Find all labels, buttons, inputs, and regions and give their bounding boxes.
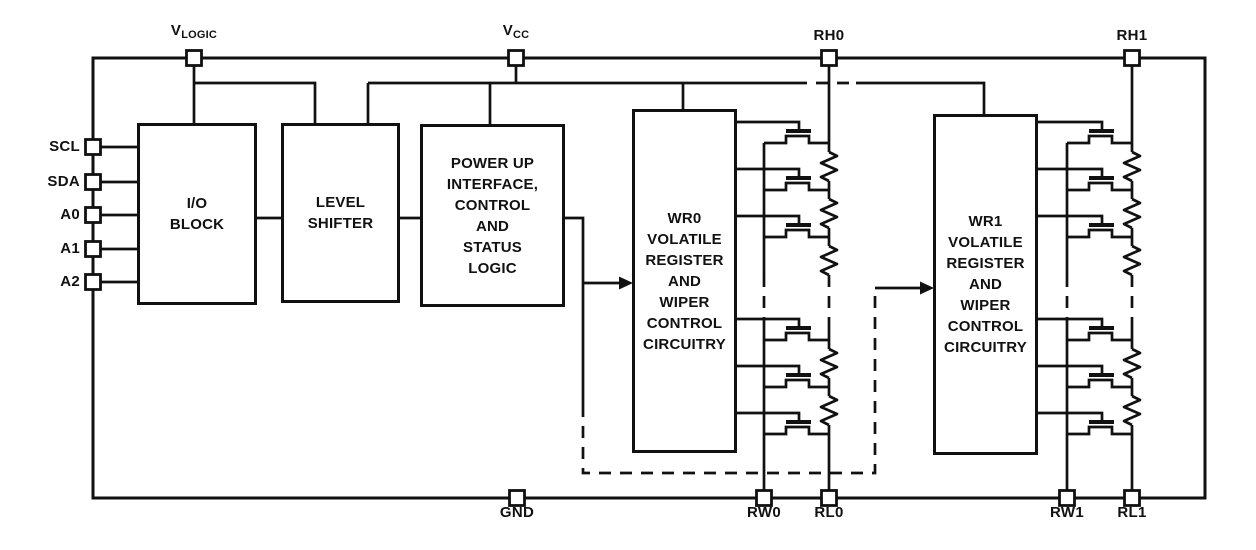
block-wr1-line: CONTROL: [947, 318, 1024, 335]
pin-label-rl0: RL0: [814, 504, 844, 521]
arrow-right-icon: [920, 281, 934, 295]
block-power-up-line: POWER UP: [450, 154, 535, 172]
pin-label-a2: A2: [60, 273, 80, 290]
nmos-transistor-icon: [732, 214, 831, 239]
nmos-transistor-icon: [732, 411, 831, 436]
nmos-transistor-icon: [1035, 317, 1134, 342]
block-wr0-line: AND: [667, 272, 702, 290]
pin-label-rw0: RW0: [747, 504, 781, 521]
block-wr1-line: CIRCUITRY: [944, 339, 1027, 356]
pin-a2: [84, 273, 102, 291]
block-level-shifter: LEVEL SHIFTER: [281, 123, 400, 303]
arrow-right-icon: [619, 276, 633, 290]
block-wr0-line: WR0: [667, 209, 702, 227]
resistor-icon: [1122, 197, 1142, 230]
pin-label-a1: A1: [60, 240, 80, 257]
pin-label-scl: SCL: [49, 138, 80, 155]
pin-label-vcc-sub: CC: [513, 29, 530, 41]
pin-rh1: [1123, 49, 1141, 67]
pin-label-vlogic-sub: LOGIC: [181, 29, 218, 41]
nmos-transistor-icon: [732, 120, 831, 145]
pin-label-vlogic-main: V: [170, 22, 182, 39]
block-power-up-line: CONTROL: [454, 196, 531, 214]
resistor-icon: [819, 394, 839, 427]
pin-a1: [84, 240, 102, 258]
block-power-up-line: LOGIC: [468, 259, 517, 277]
pin-label-vlogic: VLOGIC: [134, 22, 254, 41]
nmos-transistor-icon: [1035, 411, 1134, 436]
block-power-up-line: AND: [475, 217, 510, 235]
pin-label-rh1: RH1: [1116, 27, 1148, 44]
block-power-up: POWER UP INTERFACE, CONTROL AND STATUS L…: [420, 124, 565, 307]
nmos-transistor-icon: [1035, 167, 1134, 192]
nmos-transistor-icon: [732, 167, 831, 192]
resistor-icon: [1122, 244, 1142, 277]
block-wr1-line: WR1: [968, 213, 1003, 230]
block-wr0-line: CONTROL: [646, 314, 723, 332]
block-wr1-line: VOLATILE: [948, 234, 1023, 251]
pin-label-gnd: GND: [499, 504, 535, 521]
block-wr1-line: REGISTER: [946, 255, 1025, 272]
block-level-shifter-line: SHIFTER: [307, 215, 374, 232]
block-wr1: WR1 VOLATILE REGISTER AND WIPER CONTROL …: [933, 114, 1038, 455]
pin-vcc: [507, 49, 525, 67]
resistor-icon: [1122, 150, 1142, 183]
pin-label-vcc-main: V: [502, 22, 513, 39]
resistor-icon: [1122, 347, 1142, 380]
resistor-icon: [1122, 394, 1142, 427]
resistor-icon: [819, 150, 839, 183]
block-wr0-line: CIRCUITRY: [643, 335, 726, 353]
block-wr0-line: REGISTER: [645, 251, 724, 269]
block-wr1-line: AND: [968, 276, 1003, 293]
nmos-transistor-icon: [1035, 120, 1134, 145]
block-power-up-line: INTERFACE,: [446, 175, 539, 193]
nmos-transistor-icon: [732, 364, 831, 389]
pin-rh0: [820, 49, 838, 67]
wire-dashed-control-bus: [581, 288, 877, 475]
wire-powerup-output: [565, 216, 585, 405]
nmos-transistor-icon: [1035, 364, 1134, 389]
pin-label-rw1: RW1: [1050, 504, 1084, 521]
nmos-transistor-icon: [1035, 214, 1134, 239]
pin-label-rh0: RH0: [813, 27, 845, 44]
pin-a0: [84, 206, 102, 224]
block-power-up-line: STATUS: [463, 238, 522, 256]
block-wr0: WR0 VOLATILE REGISTER AND WIPER CONTROL …: [632, 109, 737, 453]
pin-scl: [84, 138, 102, 156]
pin-label-sda: SDA: [47, 173, 80, 190]
pin-label-vcc: VCC: [456, 22, 576, 41]
block-io-line: BLOCK: [169, 216, 225, 233]
resistor-icon: [819, 244, 839, 277]
pin-vlogic: [185, 49, 203, 67]
block-wr0-line: WIPER: [659, 293, 710, 311]
block-wr0-line: VOLATILE: [647, 230, 722, 248]
pin-sda: [84, 173, 102, 191]
block-io: I/O BLOCK: [137, 123, 257, 305]
block-wr1-line: WIPER: [960, 297, 1011, 314]
pin-label-rl1: RL1: [1117, 504, 1147, 521]
wire-vcc-rail-right: [856, 81, 986, 119]
pin-label-a0: A0: [60, 206, 80, 223]
resistor-icon: [819, 197, 839, 230]
wire-vlogic-to-levelshifter: [194, 81, 317, 128]
block-io-line: I/O: [186, 195, 208, 212]
nmos-transistor-icon: [732, 317, 831, 342]
resistor-icon: [819, 347, 839, 380]
block-level-shifter-line: LEVEL: [315, 194, 366, 211]
